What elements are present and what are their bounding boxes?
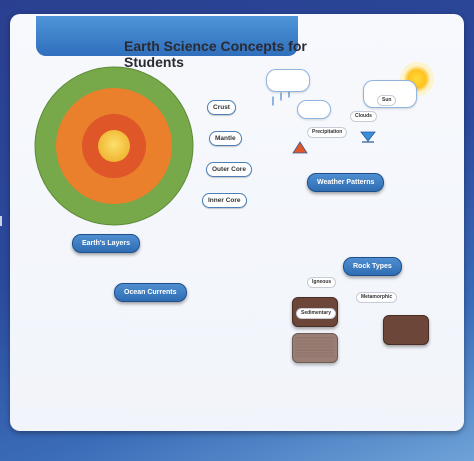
weather-label-clouds: Clouds (350, 111, 377, 122)
rock-label-igneous: Igneous (307, 277, 337, 288)
sedimentary-rock (292, 333, 338, 363)
rock-label-sedimentary: Sedimentary (296, 308, 337, 319)
layer-label-inner-core: Inner Core (202, 193, 247, 208)
page-title: Earth Science Concepts for Students (124, 38, 307, 70)
edge-marker (0, 216, 2, 226)
weather-label-sun: Sun (377, 95, 397, 106)
ocean-currents-heading: Ocean Currents (114, 283, 187, 302)
metamorphic-rock (383, 315, 429, 345)
weather-label-precipitation: Precipitation (307, 127, 348, 138)
layer-label-outer-core: Outer Core (206, 162, 252, 177)
inner-core-circle (98, 130, 130, 162)
earths-layers-heading: Earth's Layers (72, 234, 140, 253)
cloud-icon (297, 100, 331, 119)
low-pressure-icon (360, 131, 376, 142)
cloud-icon (266, 69, 310, 92)
rain-icon (272, 89, 290, 106)
weather-patterns-heading: Weather Patterns (307, 173, 385, 192)
title-band (36, 16, 298, 56)
rock-label-metamorphic: Metamorphic (356, 292, 398, 303)
rock-types-heading: Rock Types (343, 257, 402, 276)
layer-label-crust: Crust (207, 100, 236, 115)
layer-label-mantle: Mantle (209, 131, 242, 146)
high-pressure-icon (292, 141, 308, 154)
